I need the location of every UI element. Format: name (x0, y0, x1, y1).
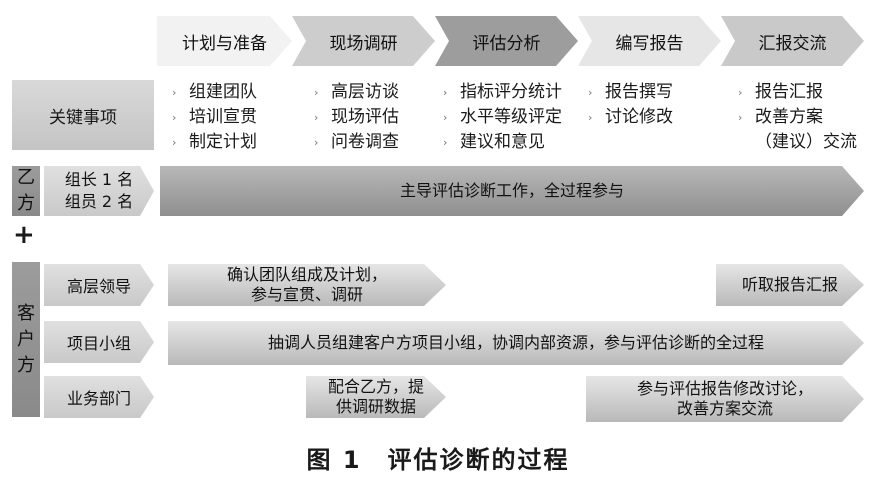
phase-label: 编写报告 (615, 33, 684, 54)
key-items-label: 关键事项 (12, 80, 154, 150)
plus-icon: + (13, 220, 35, 250)
key-items-presentation: ›报告汇报 ›改善方案 ›（建议）交流 (738, 80, 857, 155)
bullet-item: ›（建议）交流 (755, 132, 857, 152)
bullet-item: ›水平等级评定 (443, 105, 562, 130)
bullet-item: ›高层访谈 (314, 80, 399, 105)
role-senior-leadership: 高层领导 (44, 264, 154, 306)
phase-plan: 计划与准备 (157, 16, 292, 66)
key-items-label-text: 关键事项 (49, 107, 117, 128)
arrow-icon: › (738, 111, 743, 124)
arrow-icon: › (443, 111, 448, 124)
arrow-icon: › (738, 86, 743, 99)
bar-hear-report: 听取报告汇报 (716, 264, 864, 306)
bullet-item: ›组建团队 (172, 80, 257, 105)
bar-provide-data: 配合乙方，提 供调研数据 (306, 376, 446, 418)
bar-project-team: 抽调人员组建客户方项目小组，协调内部资源，参与评估诊断的全过程 (168, 321, 864, 365)
arrow-icon: › (588, 86, 593, 99)
bar-confirm-team: 确认团队组成及计划， 参与宣贯、调研 (168, 264, 446, 306)
role-project-team: 项目小组 (44, 321, 154, 363)
phase-report: 编写报告 (578, 16, 721, 66)
team-leader-count: 组长 1 名 (64, 170, 134, 189)
phase-label: 现场调研 (329, 33, 398, 54)
bullet-item: ›报告撰写 (588, 80, 673, 105)
arrow-icon: › (314, 86, 319, 99)
arrow-icon: › (172, 86, 177, 99)
bullet-item: ›讨论修改 (588, 105, 673, 130)
arrow-icon: › (172, 111, 177, 124)
key-items-research: ›高层访谈 ›现场评估 ›问卷调查 (314, 80, 399, 155)
bullet-item: ›改善方案 (738, 105, 857, 130)
key-items-report: ›报告撰写 ›讨论修改 (588, 80, 673, 130)
party-b-members: 组长 1 名 组员 2 名 (44, 166, 154, 216)
bullet-item: ›培训宣贯 (172, 105, 257, 130)
role-business-dept: 业务部门 (44, 376, 154, 418)
phase-research: 现场调研 (292, 16, 435, 66)
arrow-icon: › (443, 86, 448, 99)
arrow-icon: › (588, 111, 593, 124)
arrow-icon: › (443, 136, 448, 149)
phase-presentation: 汇报交流 (721, 16, 864, 66)
key-items-analysis: ›指标评分统计 ›水平等级评定 ›建议和意见 (443, 80, 562, 155)
phase-label: 汇报交流 (758, 33, 827, 54)
phase-label: 计划与准备 (182, 33, 267, 54)
bullet-item: ›指标评分统计 (443, 80, 562, 105)
key-items-plan: ›组建团队 ›培训宣贯 ›制定计划 (172, 80, 257, 155)
party-b-bar: 主导评估诊断工作，全过程参与 (160, 166, 864, 216)
figure-caption: 图 1 评估诊断的过程 (306, 446, 570, 474)
bullet-item: ›制定计划 (172, 130, 257, 155)
bullet-item: ›问卷调查 (314, 130, 399, 155)
bullet-item: ›报告汇报 (738, 80, 857, 105)
arrow-icon: › (172, 136, 177, 149)
bullet-item: ›建议和意见 (443, 130, 562, 155)
arrow-icon: › (314, 136, 319, 149)
bullet-item: ›现场评估 (314, 105, 399, 130)
party-b-bar-text: 主导评估诊断工作，全过程参与 (399, 181, 624, 200)
phase-analysis: 评估分析 (435, 16, 578, 66)
arrow-icon: › (314, 111, 319, 124)
phase-label: 评估分析 (472, 33, 541, 54)
team-member-count: 组员 2 名 (64, 192, 134, 211)
client-label: 客 户 方 (12, 262, 40, 417)
party-b-label: 乙 方 (12, 166, 40, 216)
bar-report-discussion: 参与评估报告修改讨论， 改善方案交流 (586, 376, 864, 422)
